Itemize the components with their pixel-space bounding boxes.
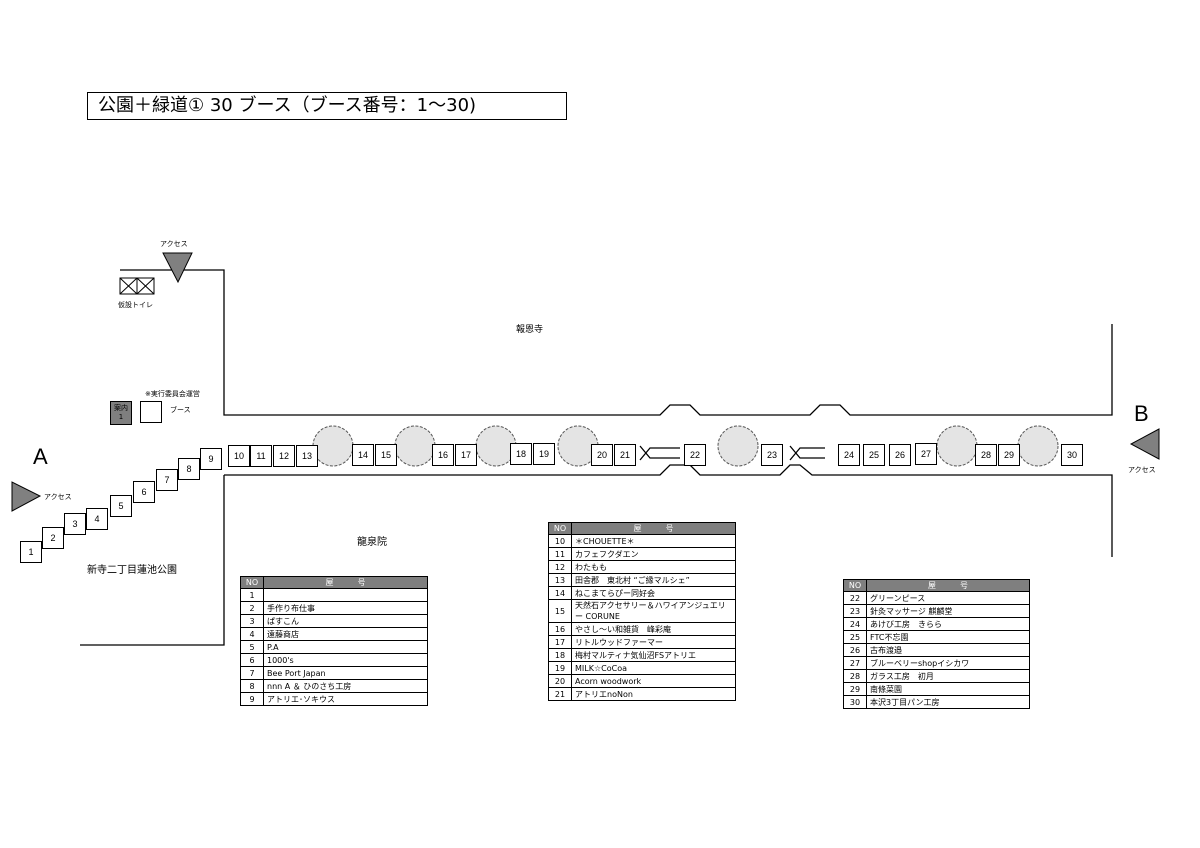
table-header-row: NO 屋 号 [548,522,736,535]
booth-legend-box [140,401,162,423]
booth-6[interactable]: 6 [133,481,155,503]
committee-note: ※実行委員会運営 [145,390,200,398]
access-label-right: アクセス [1128,466,1156,474]
page-title: 公園＋緑道① 30 ブース（ブース番号：1〜30) [87,92,567,120]
booth-23[interactable]: 23 [761,444,783,466]
booth-8[interactable]: 8 [178,458,200,480]
tree-icon [936,425,978,467]
booth-25[interactable]: 25 [863,444,885,466]
tree-icon [717,425,759,467]
column-header-name: 屋 号 [571,522,736,535]
column-header-name: 屋 号 [263,576,428,589]
table-row: 1 [240,588,428,602]
tree-icon [312,425,354,467]
booth-4[interactable]: 4 [86,508,108,530]
booth-14[interactable]: 14 [352,444,374,466]
access-triangle-icon [11,481,42,512]
column-header-name: 屋 号 [866,579,1030,592]
booth-22[interactable]: 22 [684,444,706,466]
booth-21[interactable]: 21 [614,444,636,466]
booth-16[interactable]: 16 [432,444,454,466]
booth-15[interactable]: 15 [375,444,397,466]
table-row: 10＊CHOUETTE＊ [548,534,736,548]
toilet-icon [119,277,155,295]
booth-3[interactable]: 3 [64,513,86,535]
booth-1[interactable]: 1 [20,541,42,563]
column-header-no: NO [240,576,264,589]
park-label: 新寺二丁目蓮池公園 [87,565,177,576]
column-header-no: NO [548,522,572,535]
access-triangle-icon [1129,428,1160,460]
tree-icon [1017,425,1059,467]
booth-27[interactable]: 27 [915,443,937,465]
booth-10[interactable]: 10 [228,445,250,467]
booth-30[interactable]: 30 [1061,444,1083,466]
booth-9[interactable]: 9 [200,448,222,470]
info-booth: 案内 1 [110,401,132,425]
toilet-label: 仮設トイレ [118,301,153,309]
ryusenin-label: 龍泉院 [357,537,387,548]
booth-29[interactable]: 29 [998,444,1020,466]
access-label-top: アクセス [160,240,188,248]
point-a-label: A [33,444,48,469]
booth-2[interactable]: 2 [42,527,64,549]
booth-28[interactable]: 28 [975,444,997,466]
table-header-row: NO 屋 号 [843,579,1030,592]
tree-icon [394,425,436,467]
booth-13[interactable]: 13 [296,445,318,467]
road-outline [80,269,1113,646]
booth-17[interactable]: 17 [455,444,477,466]
booth-20[interactable]: 20 [591,444,613,466]
access-label-left: アクセス [44,493,72,501]
access-triangle-icon [162,252,193,284]
booth-19[interactable]: 19 [533,443,555,465]
booth-11[interactable]: 11 [250,445,272,467]
booth-7[interactable]: 7 [156,469,178,491]
booth-legend-label: ブース [170,406,191,414]
column-header-no: NO [843,579,867,592]
booth-5[interactable]: 5 [110,495,132,517]
booth-24[interactable]: 24 [838,444,860,466]
booth-26[interactable]: 26 [889,444,911,466]
booth-12[interactable]: 12 [273,445,295,467]
point-b-label: B [1134,401,1149,426]
booth-18[interactable]: 18 [510,443,532,465]
hoonji-label: 報恩寺 [516,325,544,335]
table-header-row: NO 屋 号 [240,576,428,589]
